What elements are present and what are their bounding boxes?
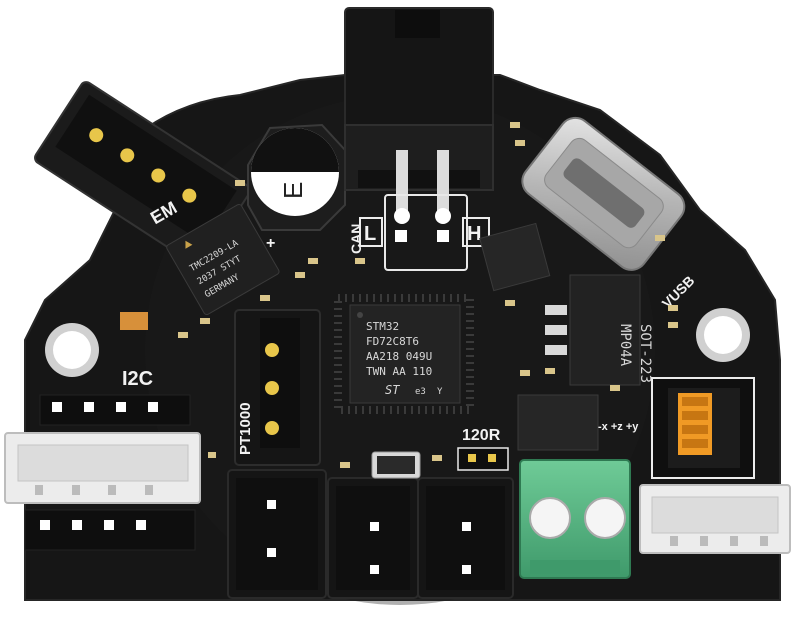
reg-line2: MP04A (617, 324, 633, 367)
bottom-connector-2 (327, 477, 419, 599)
crystal-oscillator (371, 451, 421, 479)
mounting-hole-right (696, 308, 750, 362)
bottom-connector-3 (417, 477, 514, 599)
usb-c-connector (521, 116, 686, 271)
can-label: CAN (348, 224, 364, 254)
reg-line1: SOT-223 (637, 324, 653, 383)
smd-components (120, 122, 678, 468)
can-pin-frame (384, 194, 468, 271)
right-white-connector (639, 484, 791, 554)
mcu-line2: FD72C8T6 (366, 335, 419, 348)
can-h-label: H (467, 223, 481, 245)
pt1000-label: PT1000 (237, 402, 254, 455)
dip-switch (651, 377, 755, 479)
pt1000-connector (234, 309, 321, 466)
screw-terminal (519, 459, 631, 579)
r120-label: 120R (462, 427, 501, 444)
mcu-line1: STM32 (366, 320, 399, 333)
r120-jumper (457, 447, 509, 471)
mounting-hole-left (45, 323, 99, 377)
mcu-chip: STM32 FD72C8T6 AA218 049U TWN AA 110 ST … (334, 294, 474, 414)
i2c-pin-header-bottom (24, 509, 196, 551)
capacitor-plus: + (266, 235, 275, 252)
bottom-connector-1 (227, 469, 327, 599)
small-chip (479, 222, 551, 292)
i2c-label: I2C (122, 368, 153, 390)
mcu-line4: TWN AA 110 (366, 365, 432, 378)
axes-label: -x +z +y (598, 421, 639, 433)
stepper-driver-chip: TMC2209-LA 2037 STYT GERMANY (166, 203, 280, 316)
can-connector (344, 7, 494, 224)
can-l-label: L (364, 223, 376, 245)
electrolytic-capacitor: E (247, 123, 346, 231)
em-connector (34, 81, 251, 268)
mcu-st-logo: ST (385, 383, 400, 397)
mcu-y: Y (437, 387, 443, 397)
i2c-white-connector (4, 432, 201, 504)
i2c-pin-header-top (39, 394, 191, 426)
mcu-line3: AA218 049U (366, 350, 432, 363)
can-h-box: H (462, 217, 490, 247)
capacitor-mark: E (278, 182, 308, 199)
mcu-e3: e3 (415, 387, 426, 397)
voltage-regulator: SOT-223 MP04A (545, 274, 653, 386)
accel-chip (517, 394, 599, 451)
can-l-box: L (359, 217, 383, 247)
